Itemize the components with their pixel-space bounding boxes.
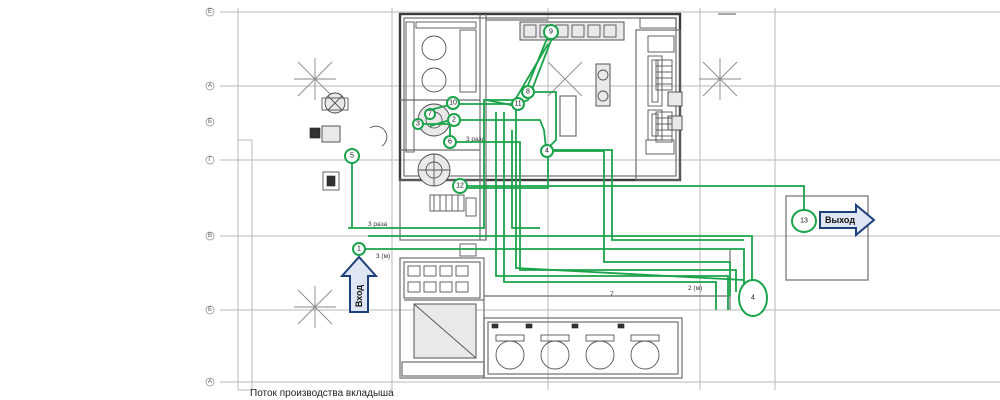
axis-markers: Е А Б Г В Б А [205,7,215,387]
left-equipment [309,92,388,191]
entrance-label: Вход [354,285,364,308]
node-label: 6 [448,139,452,146]
material-flow-routes [348,35,805,310]
node-label: 11 [514,101,521,108]
node-label: 2 [452,117,456,124]
room-number: 7 [610,291,614,298]
annotation-times: 3 раза [466,136,486,143]
diagram-caption: Поток производства вкладыша [250,388,394,399]
node-label: 8 [526,89,530,96]
axis-label: А [208,83,212,89]
axis-label: Б [208,119,212,125]
storage-racks [655,13,736,143]
node-label: 5 [350,153,354,160]
annotation-times: 3 раза [368,221,388,228]
entrance-arrow: Вход [339,255,379,313]
annotations: 3 раза 3 раза 3 (м) 2 (м) 7 [368,136,702,298]
annotation-dimension: 3 (м) [376,253,390,260]
column-markers [294,58,741,328]
node-label: 4 [751,295,755,302]
node-label: 4 [545,148,549,155]
axis-label: Б [208,307,212,313]
node-label: 9 [549,29,553,36]
axis-label: Г [208,157,212,163]
axis-label: Е [208,9,212,15]
flow-nodes: 1 2 3 4 4 5 6 7 8 9 10 11 12 13 [344,24,817,317]
node-label: 13 [800,218,808,225]
axis-label: В [208,233,212,239]
node-label: 12 [456,183,464,190]
node-label: 7 [428,111,432,118]
exit-arrow: Выход [819,202,876,238]
lower-rooms [399,195,869,379]
axis-label: А [208,379,212,385]
node-label: 1 [357,246,361,253]
exit-label: Выход [825,215,855,225]
annotation-dimension: 2 (м) [688,285,702,292]
node-label: 3 [416,121,420,128]
node-label: 10 [449,100,457,107]
